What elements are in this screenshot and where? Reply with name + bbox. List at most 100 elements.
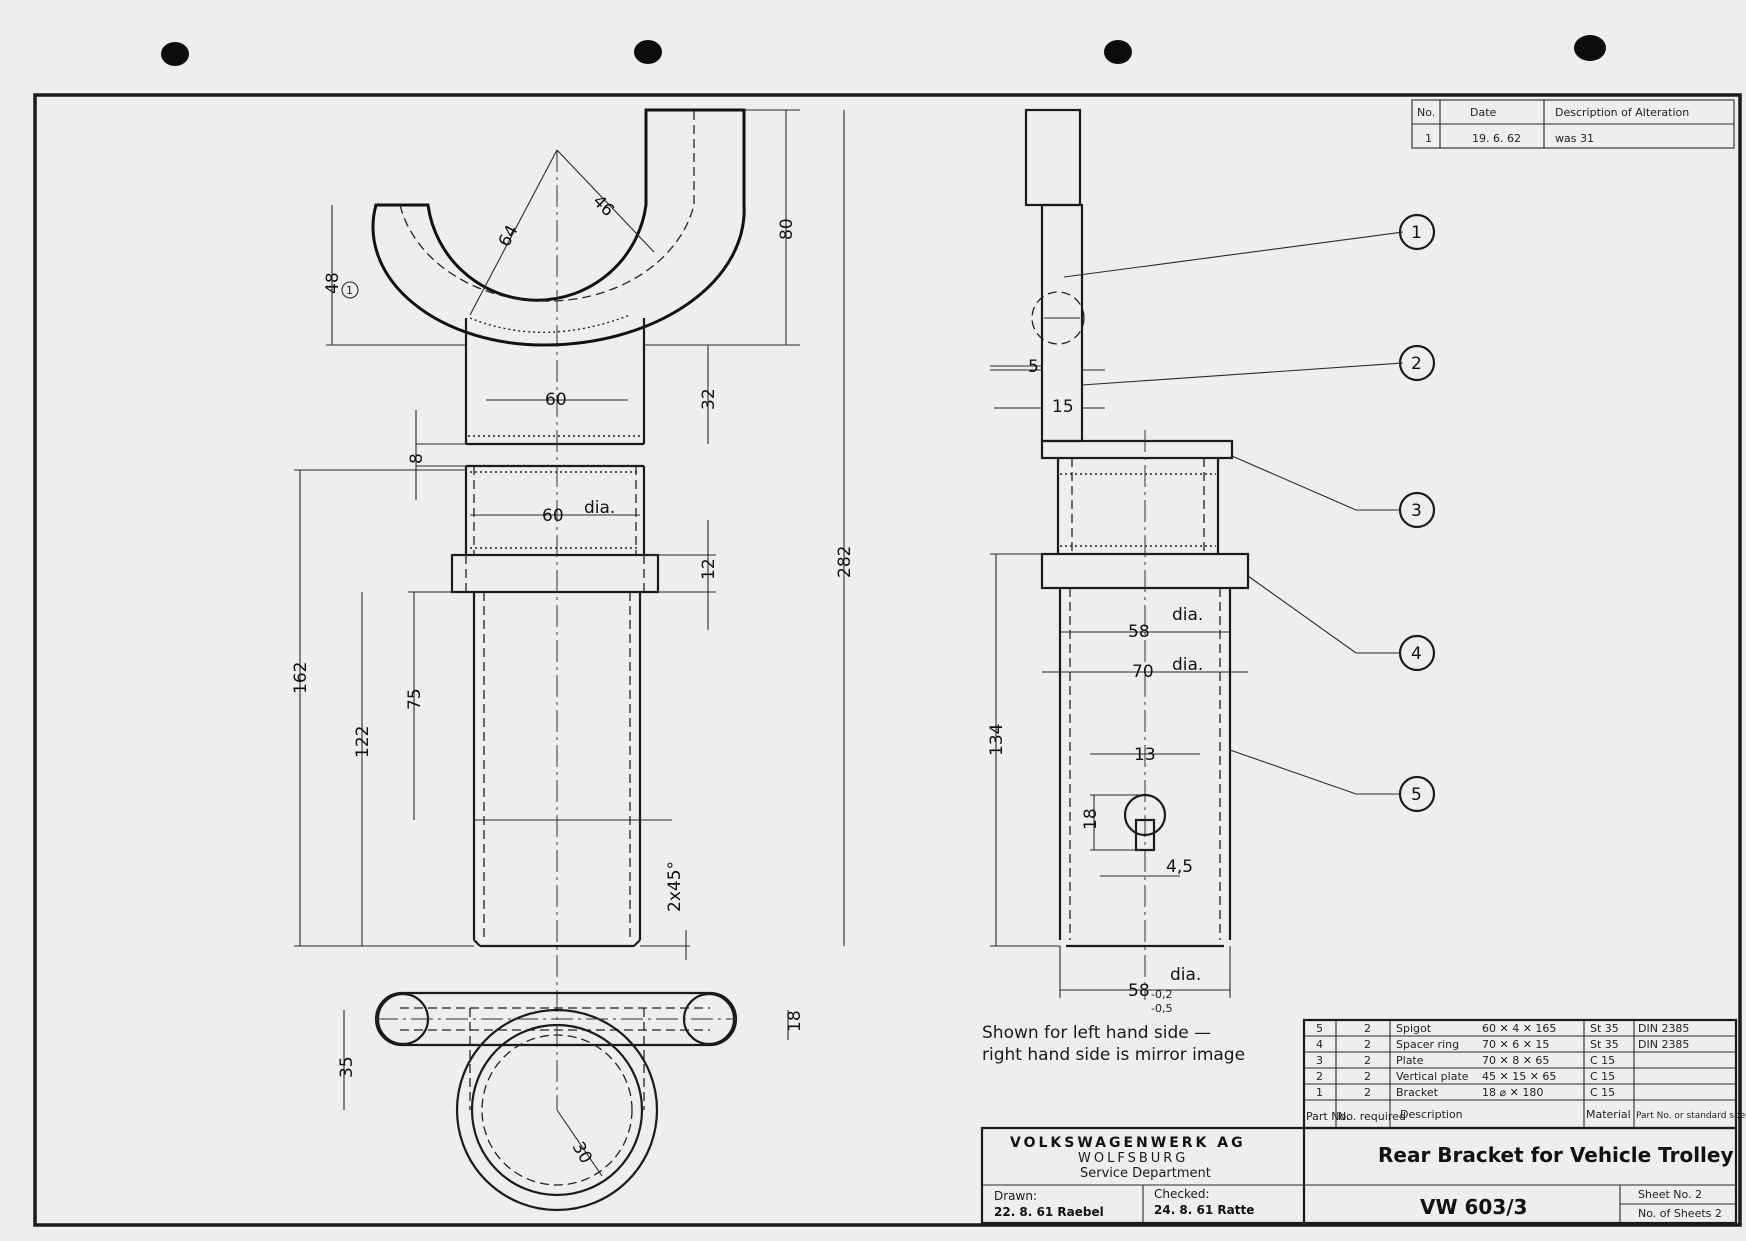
dim-13: 13 [1134, 745, 1156, 765]
dia-label-60: dia. [584, 498, 615, 518]
parts-header-part-no: Part No. [1306, 1110, 1349, 1123]
parts-cell: Bracket [1396, 1086, 1439, 1099]
dim-58: 58 [1128, 622, 1150, 642]
dim-15: 15 [1052, 397, 1074, 417]
parts-header-spec: Part No. or standard spec. [1636, 1111, 1746, 1121]
parts-cell: 18 ⌀ ✕ 180 [1482, 1086, 1543, 1099]
balloon-4: 4 [1411, 644, 1422, 664]
parts-row-4: 4 2 Spacer ring 70 ✕ 6 ✕ 15 St 35 DIN 23… [1316, 1038, 1689, 1051]
parts-header-required: No. required [1338, 1110, 1406, 1123]
dim-122: 122 [353, 726, 373, 758]
company-name: VOLKSWAGENWERK AG [1010, 1135, 1246, 1151]
dim-70: 70 [1132, 662, 1154, 682]
dim-75: 75 [405, 688, 425, 710]
part-balloons: 1 2 3 4 5 [1063, 213, 1436, 813]
parts-row-2: 2 2 Vertical plate 45 ✕ 15 ✕ 65 C 15 [1316, 1070, 1615, 1083]
parts-cell: Vertical plate [1396, 1070, 1469, 1083]
dim-32: 32 [699, 388, 719, 410]
parts-header-material: Material [1586, 1108, 1631, 1121]
parts-cell: 70 ✕ 8 ✕ 65 [1482, 1054, 1549, 1067]
parts-cell: C 15 [1590, 1054, 1615, 1067]
parts-cell: 2 [1364, 1022, 1371, 1035]
parts-cell: 60 ✕ 4 ✕ 165 [1482, 1022, 1556, 1035]
dim-18-side: 18 [1081, 808, 1101, 830]
dim-48: 48 [323, 272, 343, 294]
parts-cell: St 35 [1590, 1038, 1619, 1051]
drawn-value: 22. 8. 61 Raebel [994, 1205, 1104, 1219]
note-line-1: Shown for left hand side — [982, 1023, 1211, 1043]
parts-row-1: 1 2 Bracket 18 ⌀ ✕ 180 C 15 [1316, 1086, 1615, 1099]
balloon-5: 5 [1411, 785, 1422, 805]
drawing-number: VW 603/3 [1420, 1195, 1527, 1219]
department: Service Department [1080, 1166, 1211, 1181]
title-block: VOLKSWAGENWERK AG WOLFSBURG Service Depa… [980, 1126, 1738, 1225]
parts-cell: St 35 [1590, 1022, 1619, 1035]
dim-30: 30 [568, 1139, 596, 1168]
dim-46: 46 [588, 191, 617, 220]
dim-60-dia: 60 [542, 506, 564, 526]
balloon-ref-48: 1 [346, 284, 353, 297]
dia-label-70: dia. [1172, 655, 1203, 675]
balloon-1: 1 [1411, 223, 1422, 243]
parts-cell: Spacer ring [1396, 1038, 1459, 1051]
parts-cell: Spigot [1396, 1022, 1432, 1035]
drawn-label: Drawn: [994, 1189, 1037, 1203]
company-city: WOLFSBURG [1078, 1151, 1188, 1166]
dim-60: 60 [545, 390, 567, 410]
checked-value: 24. 8. 61 Ratte [1154, 1203, 1254, 1217]
balloon-3: 3 [1411, 501, 1422, 521]
dim-64: 64 [495, 222, 523, 250]
dim-12: 12 [699, 558, 719, 580]
dim-134: 134 [987, 724, 1007, 756]
checked-label: Checked: [1154, 1187, 1210, 1201]
rev-cell-no: 1 [1425, 132, 1432, 145]
parts-header-description: Description [1400, 1108, 1463, 1121]
parts-cell: 45 ✕ 15 ✕ 65 [1482, 1070, 1556, 1083]
dim-chamfer: 2x45° [665, 861, 685, 912]
side-view-dimensions: 5 15 58 dia. 70 dia. 134 13 18 4,5 58 -0… [987, 357, 1203, 1015]
dia-label-58-bottom: dia. [1170, 965, 1201, 985]
rev-header-desc: Description of Alteration [1555, 106, 1689, 119]
drawing-title: Rear Bracket for Vehicle Trolley [1378, 1143, 1734, 1167]
rev-cell-desc: was 31 [1555, 132, 1594, 145]
parts-row-5: 5 2 Spigot 60 ✕ 4 ✕ 165 St 35 DIN 2385 [1316, 1022, 1689, 1035]
parts-cell: 4 [1316, 1038, 1323, 1051]
parts-cell: 70 ✕ 6 ✕ 15 [1482, 1038, 1549, 1051]
punch-holes [161, 35, 1606, 66]
rev-cell-date: 19. 6. 62 [1472, 132, 1521, 145]
dim-162: 162 [291, 662, 311, 694]
parts-cell: 2 [1364, 1038, 1371, 1051]
parts-cell: 5 [1316, 1022, 1323, 1035]
parts-cell: DIN 2385 [1638, 1022, 1689, 1035]
parts-cell: C 15 [1590, 1070, 1615, 1083]
parts-cell: 3 [1316, 1054, 1323, 1067]
dim-80: 80 [777, 218, 797, 240]
dim-282: 282 [835, 546, 855, 578]
parts-cell: 2 [1316, 1070, 1323, 1083]
parts-cell: 1 [1316, 1086, 1323, 1099]
parts-cell: DIN 2385 [1638, 1038, 1689, 1051]
dim-5: 5 [1028, 357, 1039, 377]
drawing-border [33, 93, 1742, 1227]
parts-cell: 2 [1364, 1086, 1371, 1099]
note-line-2: right hand side is mirror image [982, 1045, 1245, 1065]
number-of-sheets: No. of Sheets 2 [1638, 1207, 1722, 1220]
side-view [990, 108, 1250, 1000]
parts-row-3: 3 2 Plate 70 ✕ 8 ✕ 65 C 15 [1316, 1054, 1615, 1067]
dim-4-5: 4,5 [1166, 857, 1193, 877]
parts-cell: C 15 [1590, 1086, 1615, 1099]
parts-cell: 2 [1364, 1070, 1371, 1083]
dim-18-bottom: 18 [785, 1010, 805, 1032]
tolerance-upper: -0,2 [1151, 988, 1172, 1001]
parts-cell: Plate [1396, 1054, 1424, 1067]
dim-58-bottom: 58 [1128, 981, 1150, 1001]
front-view [294, 108, 845, 1212]
tolerance-lower: -0,5 [1151, 1002, 1172, 1015]
parts-list-table: 5 2 Spigot 60 ✕ 4 ✕ 165 St 35 DIN 2385 4… [1302, 1018, 1746, 1130]
dim-35: 35 [337, 1056, 357, 1078]
rev-header-no: No. [1417, 106, 1435, 119]
dim-8: 8 [407, 453, 427, 464]
parts-cell: 2 [1364, 1054, 1371, 1067]
